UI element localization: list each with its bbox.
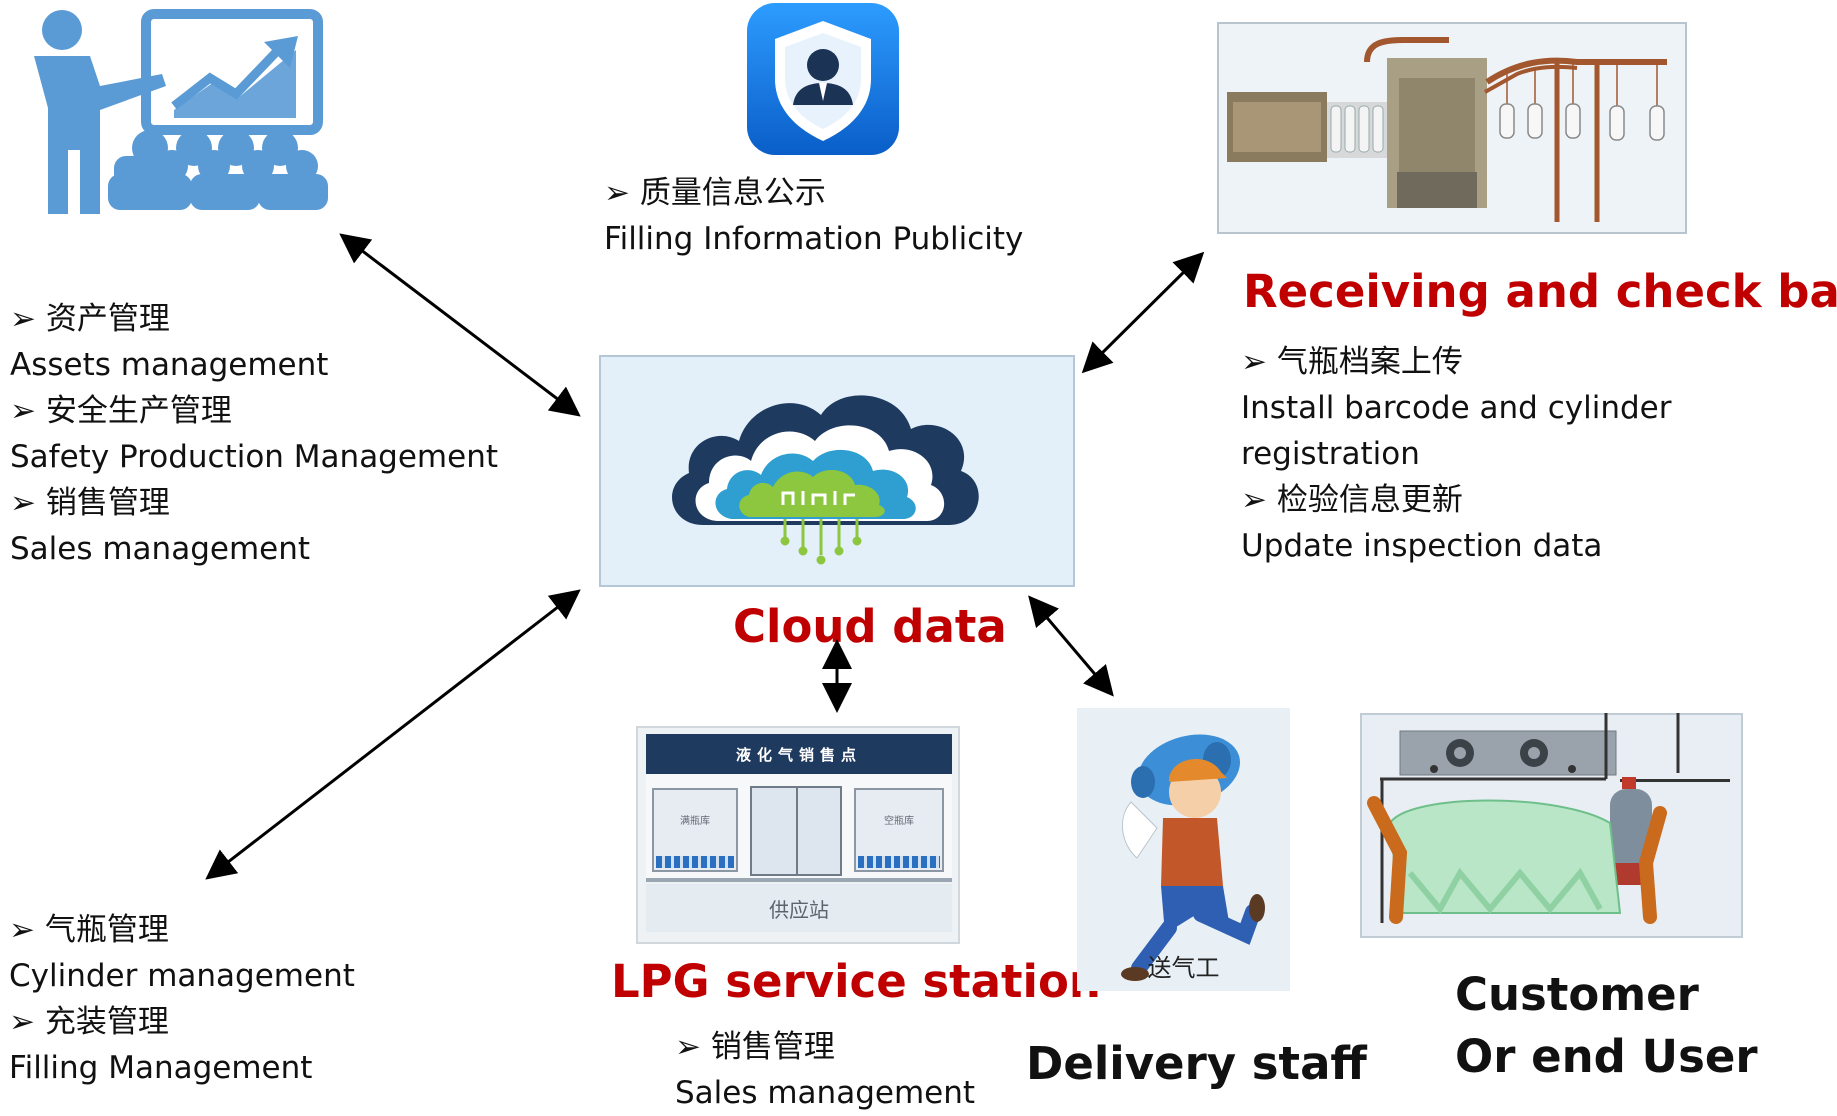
bullet-arrow: ➢ bbox=[9, 1004, 35, 1040]
receiving-info-block: ➢ 气瓶档案上传 Install barcode and cylinder re… bbox=[1241, 339, 1671, 569]
sales-en: Sales management bbox=[10, 531, 311, 567]
receiving-inspection-cn: 检验信息更新 bbox=[1276, 482, 1463, 518]
receiving-upload-en-line1: Install barcode and cylinder bbox=[1241, 390, 1672, 426]
delivery-tag: 送气工 bbox=[1147, 954, 1220, 982]
receiving-upload-en-line2: registration bbox=[1241, 436, 1420, 472]
customer-kitchen-image bbox=[1360, 713, 1743, 938]
safety-en: Safety Production Management bbox=[10, 439, 499, 475]
full-cylinder-window: 满瓶库 bbox=[652, 788, 738, 872]
customer-label: Customer Or end User bbox=[1455, 964, 1758, 1088]
quality-cn-label: 质量信息公示 bbox=[639, 175, 826, 211]
empty-cylinder-window: 空瓶库 bbox=[854, 788, 944, 872]
bullet-arrow: ➢ bbox=[675, 1029, 701, 1065]
cloud-data-label: Cloud data bbox=[733, 600, 1007, 653]
bullet-arrow: ➢ bbox=[9, 912, 35, 948]
management-presentation-icon bbox=[34, 9, 328, 214]
station-sales-en: Sales management bbox=[675, 1075, 976, 1111]
empty-cylinder-window-label: 空瓶库 bbox=[884, 816, 914, 827]
bullet-arrow: ➢ bbox=[10, 485, 36, 521]
bullet-arrow: ➢ bbox=[1241, 344, 1267, 380]
cylinder-cn: 气瓶管理 bbox=[44, 912, 169, 948]
bullet-arrow: ➢ bbox=[10, 301, 36, 337]
arrow-cloud-delivery bbox=[1028, 595, 1114, 697]
bullet-arrow: ➢ bbox=[604, 175, 630, 211]
filling-cn: 充装管理 bbox=[44, 1004, 169, 1040]
station-door bbox=[750, 786, 842, 876]
customer-line2: Or end User bbox=[1455, 1030, 1758, 1083]
receiving-inspection-en: Update inspection data bbox=[1241, 528, 1603, 564]
bullet-arrow: ➢ bbox=[1241, 482, 1267, 518]
receiving-bay-title: Receiving and check bay bbox=[1243, 265, 1837, 318]
assets-cn: 资产管理 bbox=[45, 301, 170, 337]
safety-cn: 安全生产管理 bbox=[45, 393, 232, 429]
cylinder-en: Cylinder management bbox=[9, 958, 355, 994]
sales-cn: 销售管理 bbox=[45, 485, 170, 521]
arrow-filling-cloud bbox=[205, 589, 581, 880]
delivery-staff-image: 送气工 bbox=[1077, 708, 1290, 991]
bullet-arrow: ➢ bbox=[10, 393, 36, 429]
customer-line1: Customer bbox=[1455, 968, 1699, 1021]
filling-info-block: ➢ 气瓶管理 Cylinder management ➢ 充装管理 Fillin… bbox=[9, 907, 355, 1091]
station-base-label: 供应站 bbox=[646, 884, 952, 932]
lpg-station-title: LPG service station bbox=[611, 955, 1101, 1008]
lpg-station-image: 液化气销售点 满瓶库 空瓶库 供应站 bbox=[636, 726, 960, 944]
station-sales-block: ➢ 销售管理 Sales management bbox=[675, 1024, 975, 1116]
quality-en-label: Filling Information Publicity bbox=[604, 221, 1024, 257]
cloud-data-image bbox=[599, 355, 1075, 587]
arrow-receiving-cloud bbox=[1081, 251, 1205, 374]
delivery-staff-title: Delivery staff bbox=[1026, 1037, 1367, 1090]
full-cylinder-window-label: 满瓶库 bbox=[680, 816, 710, 827]
quality-info-block: ➢ 质量信息公示 Filling Information Publicity bbox=[604, 170, 1023, 262]
filling-en: Filling Management bbox=[9, 1050, 313, 1086]
receiving-upload-cn: 气瓶档案上传 bbox=[1276, 344, 1463, 380]
assets-en: Assets management bbox=[10, 347, 329, 383]
station-sales-cn: 销售管理 bbox=[710, 1029, 835, 1065]
receiving-bay-machine-image bbox=[1217, 22, 1687, 234]
station-sign: 液化气销售点 bbox=[646, 734, 952, 774]
security-shield-app-icon bbox=[747, 3, 899, 155]
management-info-block: ➢ 资产管理 Assets management ➢ 安全生产管理 Safety… bbox=[10, 296, 498, 572]
